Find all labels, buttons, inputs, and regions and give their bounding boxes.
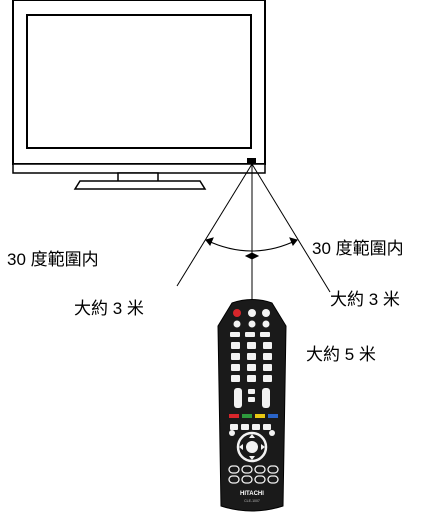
remote-btn [230,424,238,430]
remote-btn [241,475,253,484]
remote-btn [247,342,256,349]
remote-btn [247,353,256,360]
distance-label-center: 大約 5 米 [306,345,376,364]
remote-bottom-buttons [228,465,279,484]
remote-btn [263,424,271,430]
angle-arc [205,239,298,252]
remote-btn [231,375,240,382]
remote-vol-ch [234,388,270,408]
remote-btn [229,430,235,436]
remote-btn [254,465,266,474]
distance-label-left: 大約 3 米 [74,299,144,318]
tv-bottom-bezel [12,163,266,174]
dpad-left [239,444,243,450]
remote-btn [241,465,253,474]
dpad-ring [236,431,268,463]
dpad-ok [246,441,258,453]
remote-btn [231,364,240,371]
remote-brand: HITACHI [240,491,264,497]
dpad-icon [229,430,275,463]
remote-btn [248,309,256,317]
remote-number-pad [231,342,272,382]
remote-btn [230,332,240,337]
green-button [242,414,252,418]
arc-arrow-center-left [244,252,253,260]
remote-btn [263,342,272,349]
remote-btn [245,332,255,337]
red-button [229,414,239,418]
ir-sensor-icon [247,158,256,164]
power-icon [233,309,241,317]
remote-btn [233,320,241,328]
remote-body [217,299,287,512]
remote-btn [267,465,279,474]
range-line-left [176,163,253,287]
dpad-up [249,434,255,438]
remote-btn [252,424,260,430]
dpad-right [261,444,265,450]
remote-btn [267,475,279,484]
arc-arrow-center-right [251,252,260,260]
remote-btn [248,389,255,394]
arc-arrow-right [289,237,298,246]
blue-button [268,414,278,418]
remote-mid-row [230,424,271,430]
dpad-down [249,456,255,460]
remote-top-buttons [233,309,270,328]
angle-label-left: 30 度範圍内 [7,250,99,269]
angle-label-right: 30 度範圍内 [312,239,404,258]
remote-model: CLE-1007 [244,499,260,503]
range-line-right [251,163,331,293]
remote-btn [228,475,240,484]
remote-btn [241,424,249,430]
remote-btn [262,309,270,317]
remote-btn [228,465,240,474]
remote-btn [231,342,240,349]
remote: HITACHI CLE-1007 [217,299,287,512]
yellow-button [255,414,265,418]
remote-btn [231,353,240,360]
volume-rocker [234,388,242,408]
remote-btn [260,332,270,337]
remote-btn [248,320,256,328]
remote-btn [263,364,272,371]
tv-stand-base [73,180,207,190]
remote-btn [263,353,272,360]
remote-btn [269,430,275,436]
signal-lines [176,163,331,305]
remote-btn [248,397,255,402]
channel-rocker [262,388,270,408]
arc-arrow-left [205,237,214,246]
remote-btn [262,320,270,328]
remote-btn [247,364,256,371]
remote-btn [263,375,272,382]
remote-btn [254,475,266,484]
remote-function-row [230,332,270,337]
tv-screen [26,14,252,149]
distance-label-right: 大約 3 米 [330,290,400,309]
remote-btn [247,375,256,382]
tv [12,0,266,190]
remote-color-buttons [229,414,278,418]
